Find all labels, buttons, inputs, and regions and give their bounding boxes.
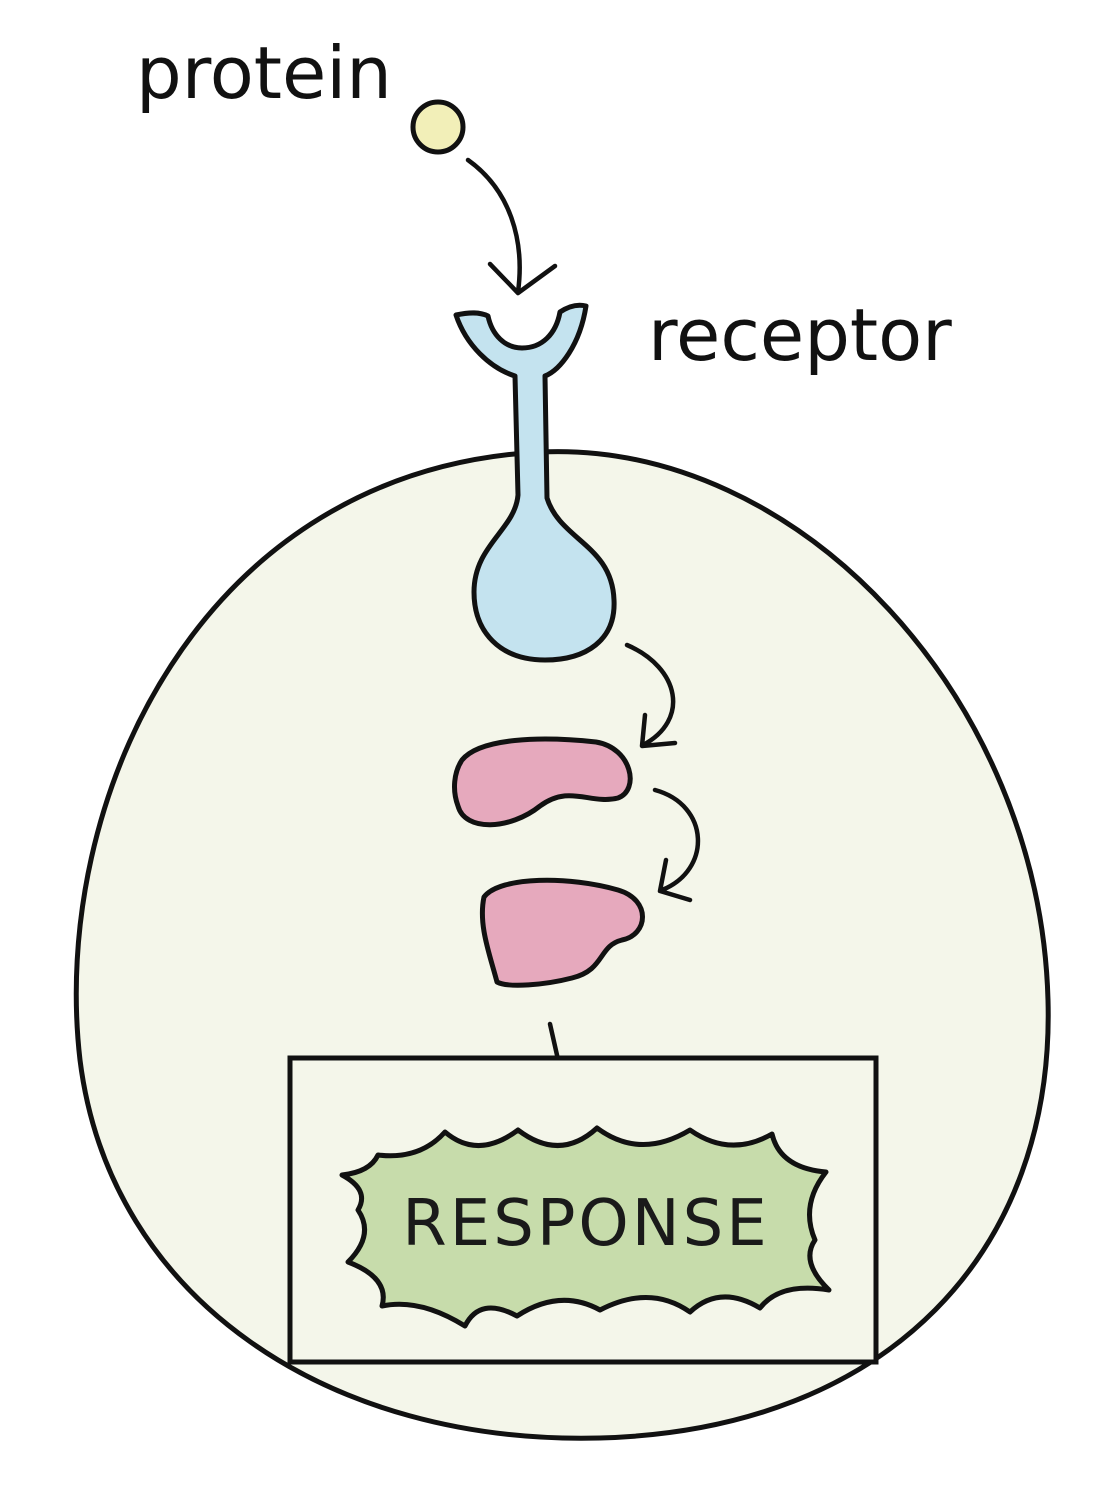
- receptor-label: receptor: [648, 293, 952, 377]
- response-burst-icon: [339, 1125, 832, 1329]
- protein-icon: [410, 99, 466, 155]
- relay-protein-1-icon: [452, 736, 633, 828]
- arrow-relay-1-to-relay-2: [652, 787, 701, 903]
- response-label: RESPONSE: [402, 1187, 769, 1261]
- protein-label: protein: [136, 31, 392, 115]
- receptor-icon: [453, 302, 617, 663]
- arrow-protein-to-receptor: [465, 157, 558, 296]
- arrow-receptor-to-relay-1: [624, 642, 678, 749]
- relay-protein-2-icon: [479, 877, 645, 988]
